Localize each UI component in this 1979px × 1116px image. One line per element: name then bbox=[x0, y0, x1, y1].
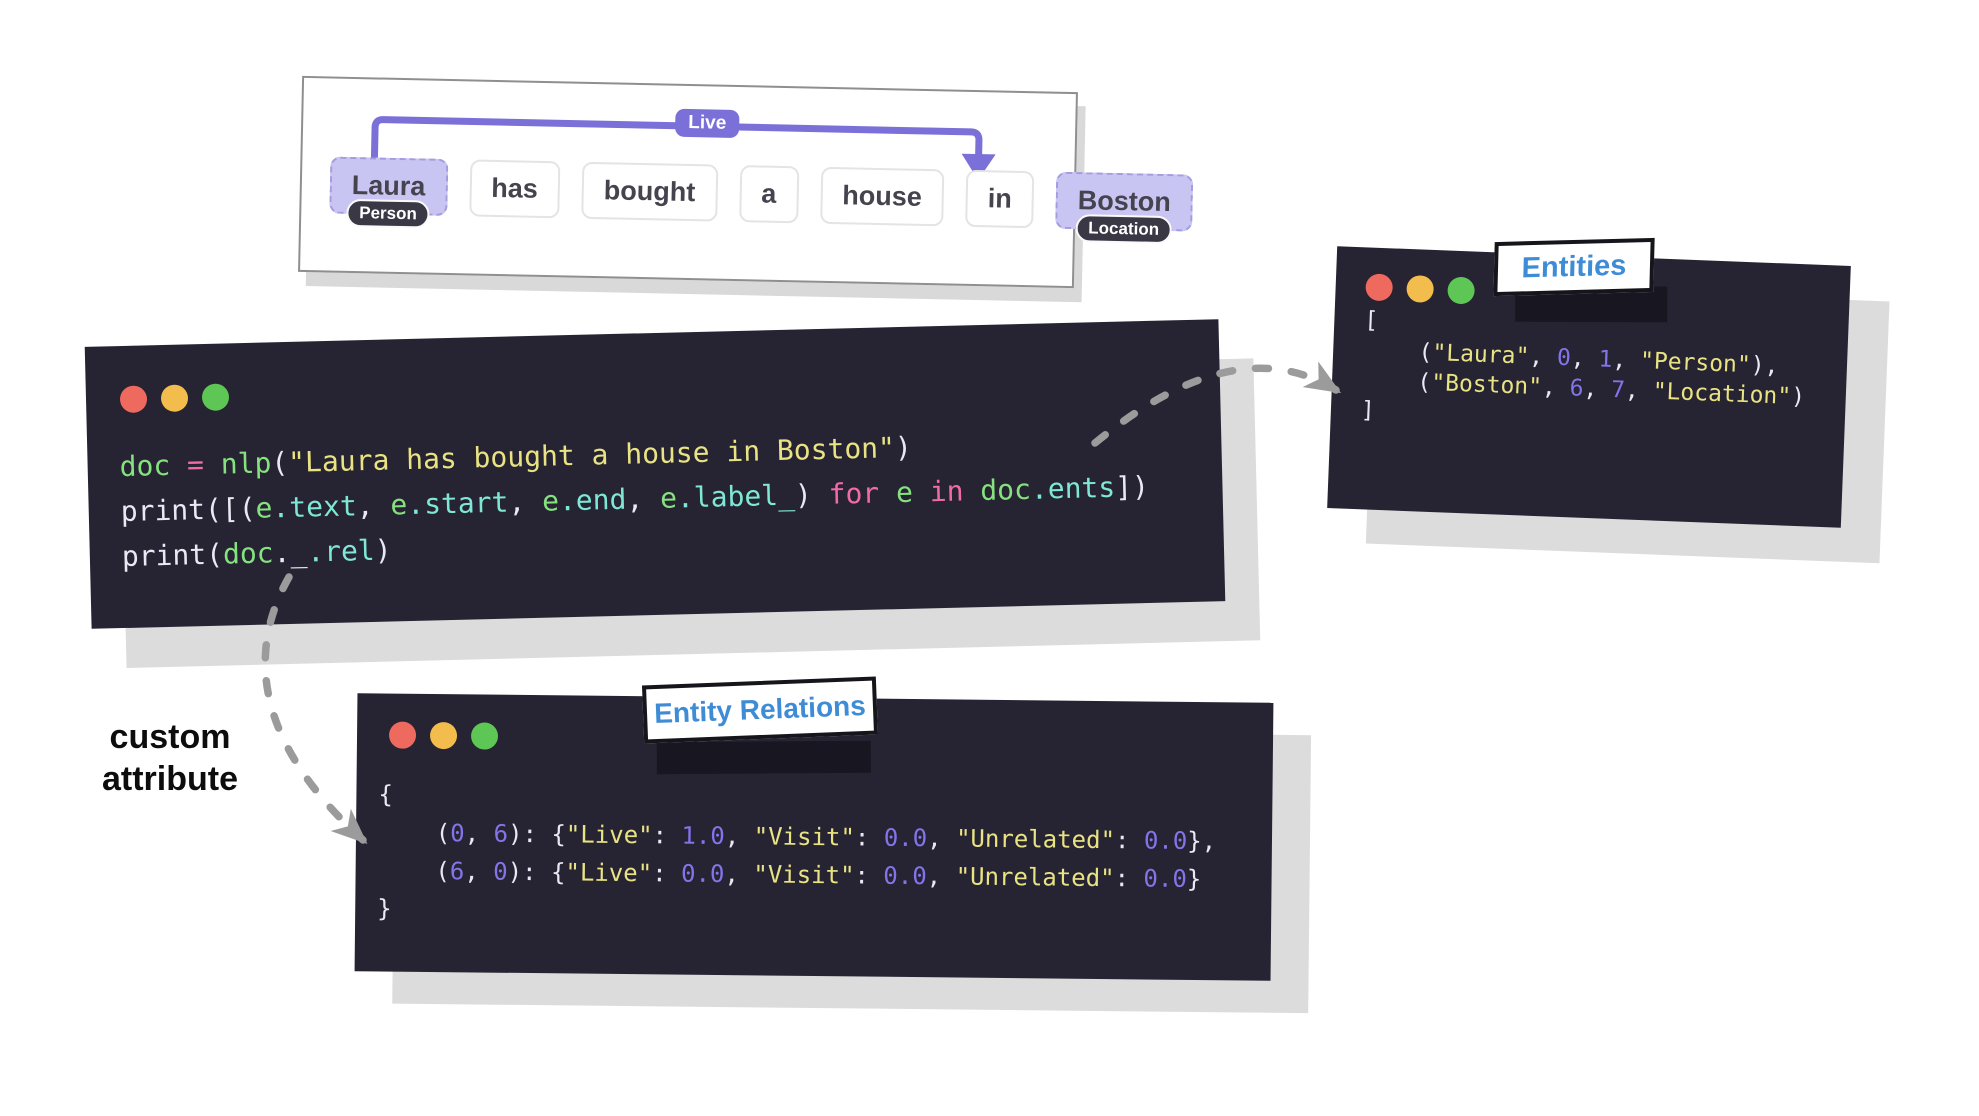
token-house: house bbox=[819, 166, 945, 227]
window-close-dot bbox=[388, 721, 417, 749]
window-zoom-dot bbox=[1447, 276, 1476, 305]
entity-type-tag: Person bbox=[345, 198, 431, 229]
window-traffic-lights bbox=[1365, 273, 1476, 305]
token-bought: bought bbox=[581, 161, 718, 222]
relations-output: { (0, 6): {"Live": 1.0, "Visit": 0.0, "U… bbox=[377, 775, 1217, 936]
entity-type-tag: Location bbox=[1074, 214, 1173, 245]
token-text: house bbox=[842, 180, 923, 212]
relation-label-pill: Live bbox=[674, 108, 740, 139]
token-text: in bbox=[987, 183, 1013, 214]
arc-arrowhead-icon bbox=[961, 153, 996, 181]
window-minimize-dot bbox=[1406, 274, 1435, 303]
token-text: bought bbox=[603, 175, 696, 208]
window-traffic-lights bbox=[388, 721, 499, 750]
token-text: Laura bbox=[351, 169, 426, 202]
token-text: Boston bbox=[1077, 185, 1172, 218]
custom-attribute-annotation: custom attribute bbox=[78, 716, 262, 800]
token-has: has bbox=[468, 159, 561, 219]
token-text: has bbox=[491, 172, 539, 204]
window-traffic-lights bbox=[119, 383, 230, 414]
token-a: a bbox=[738, 165, 799, 224]
entity-relations-title-label: Entity Relations bbox=[641, 676, 879, 744]
entities-title-label: Entities bbox=[1493, 237, 1655, 297]
python-code: doc = nlp("Laura has bought a house in B… bbox=[119, 419, 1150, 579]
relations-label-shadow bbox=[656, 740, 871, 775]
window-minimize-dot bbox=[429, 721, 458, 750]
entities-output: [ ("Laura", 0, 1, "Person"), ("Boston", … bbox=[1360, 305, 1807, 442]
annotation-line-2: attribute bbox=[102, 760, 238, 798]
window-zoom-dot bbox=[470, 722, 499, 750]
token-in: in bbox=[965, 169, 1035, 229]
code-window: doc = nlp("Laura has bought a house in B… bbox=[84, 319, 1226, 629]
window-close-dot bbox=[1365, 273, 1394, 302]
window-minimize-dot bbox=[160, 384, 189, 413]
window-close-dot bbox=[119, 385, 148, 414]
token-text: a bbox=[760, 178, 777, 209]
annotation-line-1: custom bbox=[109, 718, 231, 756]
window-zoom-dot bbox=[201, 383, 230, 412]
